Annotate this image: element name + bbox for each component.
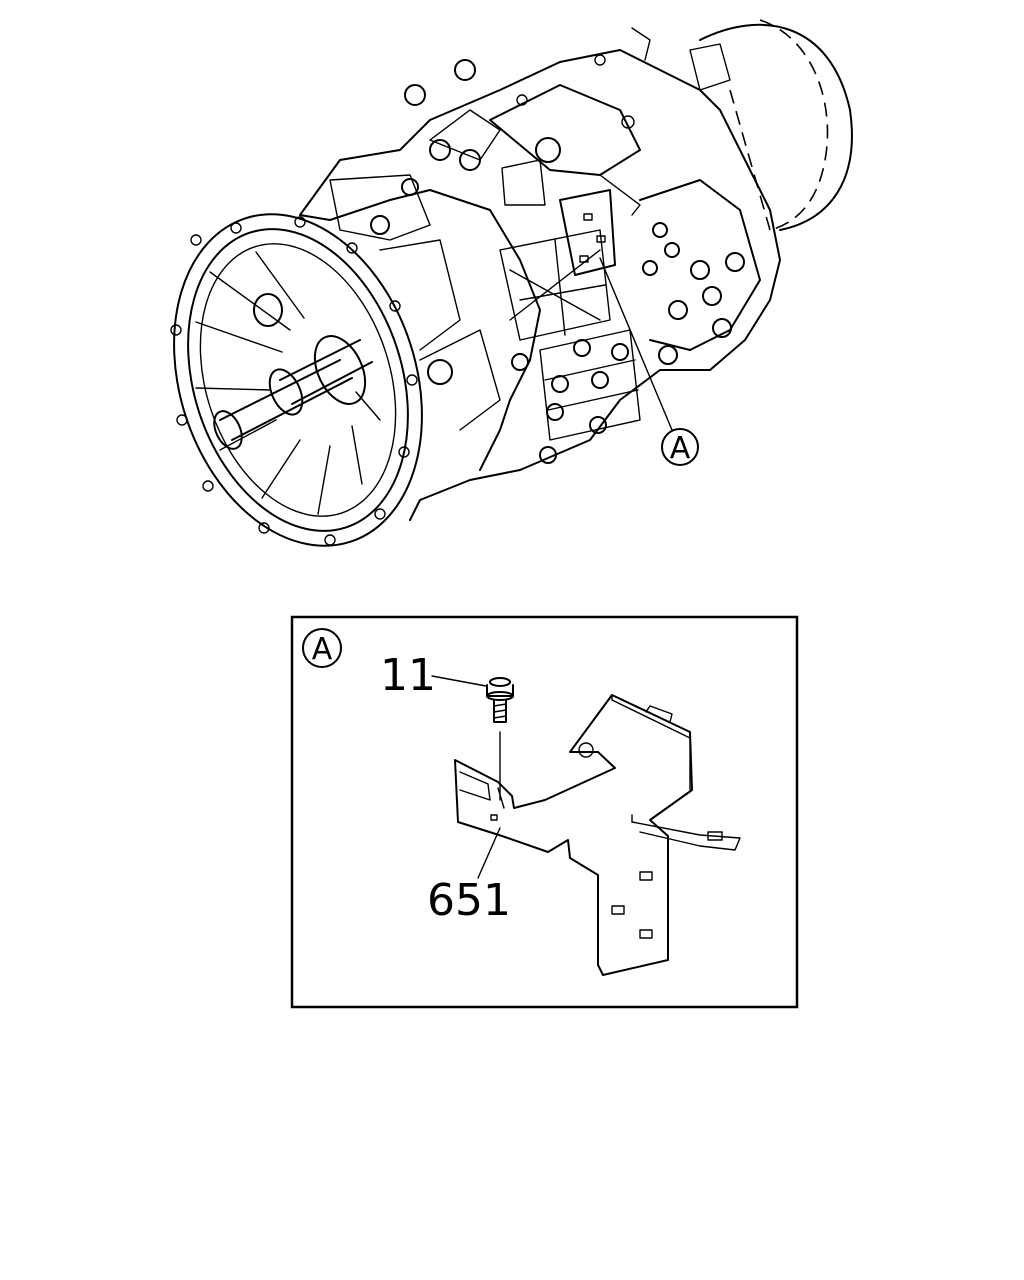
svg-text:A: A — [312, 632, 333, 667]
part-number-651: 651 — [427, 875, 511, 926]
svg-text:A: A — [670, 431, 691, 466]
bracket-part-651 — [454, 694, 741, 976]
view-tag-a: A — [302, 628, 342, 668]
bolt-part-11 — [486, 677, 514, 801]
part-number-11: 11 — [380, 650, 436, 701]
transmission-assembly — [170, 19, 853, 547]
callout-a-main: A — [661, 428, 699, 466]
detail-view-a: A — [290, 615, 799, 1009]
